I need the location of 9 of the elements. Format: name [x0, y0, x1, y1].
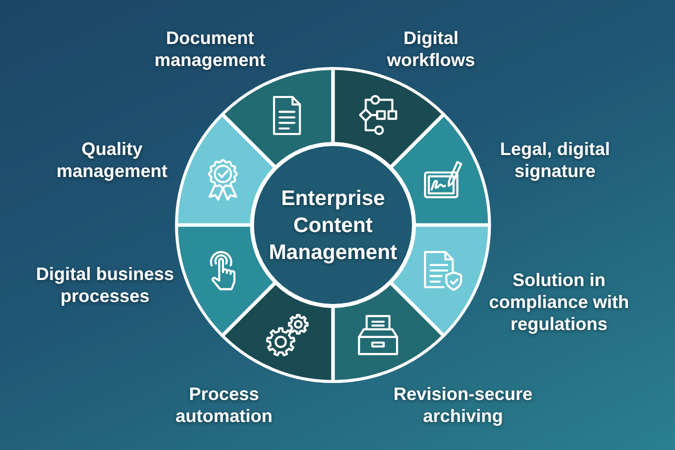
segment-label: Process automation: [174, 383, 274, 427]
segment-label: Document management: [153, 27, 267, 71]
segment-label: Revision-secure archiving: [392, 383, 534, 427]
segment-label: Digital business processes: [34, 263, 176, 307]
segment-label: Quality management: [55, 138, 169, 182]
segment-label: Solution in compliance with regulations: [488, 269, 630, 335]
center-label: Enterprise Content Management: [268, 186, 398, 266]
segment-label: Digital workflows: [386, 27, 476, 71]
segment-label: Legal, digital signature: [498, 138, 611, 182]
